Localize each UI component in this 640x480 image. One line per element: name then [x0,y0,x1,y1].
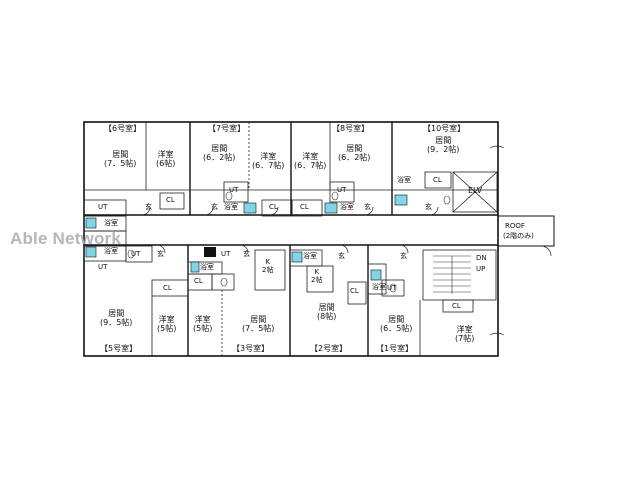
bath-label: 浴室 [104,247,118,255]
room-western: 洋室(6．7帖) [252,152,285,171]
stairs [433,255,471,294]
bathtub-icon [85,217,97,229]
bathtub-icon [324,202,338,214]
ut-label: UT [98,263,108,271]
cl-label: CL [300,203,309,211]
door-swing [540,245,552,257]
stairs-up-label: UP [476,265,486,273]
entry-label: 玄 [364,203,371,211]
bath-label: 浴室 [397,176,411,184]
roof-label: ROOF [505,222,525,230]
bathtub-icon [243,202,257,214]
unit-5-label: 【5号室】 [100,344,138,353]
ut-label: UT [337,186,347,194]
ut-label: UT [221,250,231,258]
entry-label: 玄 [338,252,345,260]
entry-label: 玄 [400,252,407,260]
unit-7-label: 【7号室】 [208,124,246,133]
entry-label: 玄 [145,203,152,211]
door-swing [489,145,505,149]
bathtub-icon [370,269,382,281]
ut-label: UT [387,284,397,292]
roof-annex [497,215,555,247]
room-western: 洋室(5帖) [157,315,177,334]
cl-label: CL [166,196,175,204]
room-living: 居間(7．5帖) [104,150,137,169]
room-western: 洋室(6．7帖) [294,152,327,171]
entry-label: 玄 [157,250,164,258]
room-western: 洋室(5帖) [193,315,213,334]
room-western: 洋室(6帖) [156,150,176,169]
room-western: 洋室(7帖) [455,325,475,344]
bath-label: 浴室 [224,203,238,211]
bath-label: 浴室 [372,283,386,291]
unit-2-label: 【2号室】 [310,344,348,353]
room-living: 居間(6．2帖) [203,144,236,163]
cl-label: CL [194,277,203,285]
ut-label: UT [229,186,239,194]
shaft-block [204,247,216,257]
room-living: 居間(6．5帖) [380,315,413,334]
elevator-label: ELV [468,186,483,195]
bath-label: 浴室 [200,263,214,271]
unit-8-label: 【8号室】 [332,124,370,133]
bathtub-icon [190,261,200,273]
entry-label: 玄 [243,250,250,258]
cl-label: CL [452,302,461,310]
entry-label: 玄 [425,203,432,211]
room-living: 居間(6．2帖) [338,144,371,163]
roof-note: (2階のみ) [503,232,534,240]
bathtub-icon [291,251,303,263]
room-living: 居間(8帖) [317,303,337,322]
unit-3-label: 【3号室】 [232,344,270,353]
cl-label: CL [163,284,172,292]
cl-label: CL [433,176,442,184]
room-living: 居間(7．5帖) [242,315,275,334]
unit-1-label: 【1号室】 [376,344,414,353]
bathtub-icon [394,194,408,206]
entry-label: 玄 [211,203,218,211]
unit-6-label: 【6号室】 [104,124,142,133]
bath-label: 浴室 [340,203,354,211]
ut-label: UT [131,250,141,258]
unit-10-label: 【10号室】 [423,124,466,133]
cl-label: CL [269,203,278,211]
stairs-down-label: DN [476,254,487,262]
ut-label: UT [98,203,108,211]
door-swing [489,332,505,336]
bath-label: 浴室 [104,219,118,227]
bath-label: 浴室 [303,252,317,260]
room-living: 居間(9．5帖) [100,309,133,328]
room-living: 居間(9．2帖) [427,136,460,155]
cl-label: CL [350,287,359,295]
bathtub-icon [85,246,97,258]
watermark-text: Able Network [10,229,122,248]
